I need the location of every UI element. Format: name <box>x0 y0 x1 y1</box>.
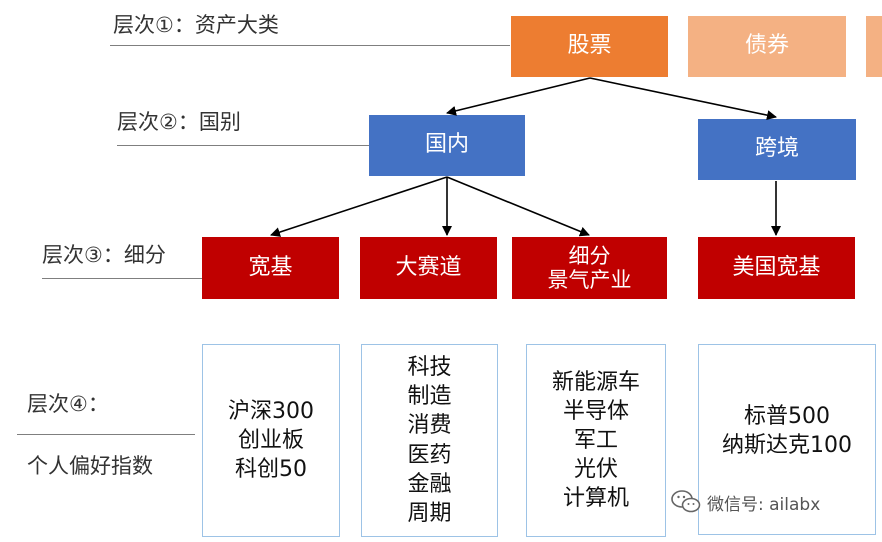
node-domestic: 国内 <box>369 115 525 176</box>
leaf-item: 创业板 <box>237 427 304 453</box>
node-big-track: 大赛道 <box>360 237 497 299</box>
leaf-item: 科创50 <box>235 457 307 483</box>
leaf-item: 半导体 <box>562 398 629 424</box>
arrow-stocks-to-cross-border <box>589 77 777 121</box>
node-bonds-label: 债券 <box>744 33 789 59</box>
level-2-label: 层次②：国别 <box>117 110 241 134</box>
node-cross-border-label: 跨境 <box>754 136 799 162</box>
level-1-label: 层次①：资产大类 <box>113 13 279 37</box>
level-4-sublabel: 个人偏好指数 <box>27 454 153 478</box>
level-1-rule <box>110 45 510 46</box>
watermark: 微信号: ailabx <box>671 489 820 515</box>
arrow-domestic-to-broad-base <box>270 176 448 237</box>
node-broad-base: 宽基 <box>202 237 339 299</box>
node-domestic-label: 国内 <box>424 132 469 158</box>
node-cross-border: 跨境 <box>698 119 856 180</box>
node-more-clipped <box>866 16 882 77</box>
leaf-item: 标普500 <box>744 404 830 429</box>
leaf-item: 新能源车 <box>551 369 640 395</box>
leaf-item: 消费 <box>407 413 452 439</box>
wechat-icon <box>671 490 701 513</box>
node-big-track-label: 大赛道 <box>395 254 462 280</box>
arrow-stocks-to-domestic <box>446 77 591 116</box>
node-bonds: 债券 <box>688 16 846 77</box>
leaf-item: 科技 <box>407 355 452 381</box>
leaf-us-broad: 标普500 纳斯达克100 <box>698 344 876 535</box>
node-niche-industry: 细分 景气产业 <box>512 237 667 299</box>
leaf-item: 医药 <box>407 442 452 468</box>
level-3-rule <box>42 278 202 279</box>
node-us-broad: 美国宽基 <box>698 237 855 299</box>
level-2-rule <box>117 145 369 146</box>
leaf-big-track: 科技 制造 消费 医药 金融 周期 <box>361 344 498 537</box>
node-us-broad-label: 美国宽基 <box>732 254 821 280</box>
leaf-niche-industry: 新能源车 半导体 军工 光伏 计算机 <box>526 344 666 537</box>
node-niche-line2: 景气产业 <box>547 268 632 292</box>
leaf-item: 计算机 <box>562 486 629 512</box>
watermark-text: 微信号: ailabx <box>707 494 821 515</box>
leaf-item: 制造 <box>407 384 452 410</box>
node-niche-line1: 细分 <box>568 243 611 268</box>
level-4-rule <box>17 434 195 435</box>
level-4-label: 层次④： <box>27 392 109 416</box>
node-stocks: 股票 <box>511 16 668 77</box>
arrow-domestic-to-niche <box>446 176 590 237</box>
leaf-item: 周期 <box>407 500 452 526</box>
leaf-item: 沪深300 <box>228 398 314 424</box>
leaf-item: 纳斯达克100 <box>722 433 852 459</box>
node-broad-base-label: 宽基 <box>248 254 293 280</box>
leaf-broad-base: 沪深300 创业板 科创50 <box>202 344 340 537</box>
node-stocks-label: 股票 <box>567 33 612 59</box>
leaf-item: 金融 <box>407 471 452 497</box>
leaf-item: 军工 <box>573 427 618 453</box>
leaf-item: 光伏 <box>573 457 618 483</box>
level-3-label: 层次③：细分 <box>42 243 166 267</box>
